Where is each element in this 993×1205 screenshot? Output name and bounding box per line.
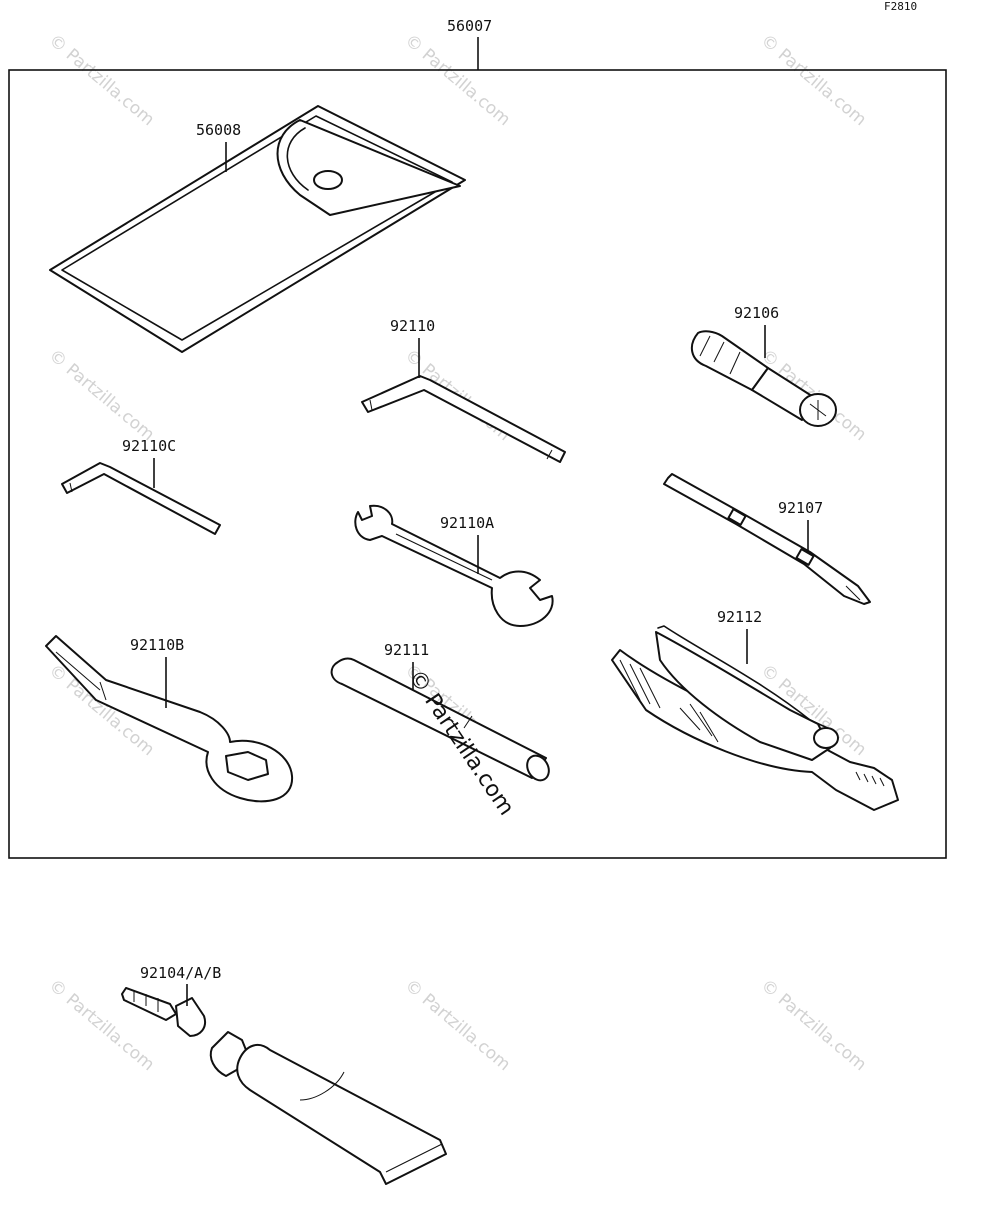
- watermark: © Partzilla.com: [401, 31, 514, 131]
- assembly-label: 56007: [447, 17, 492, 35]
- watermark: © Partzilla.com: [45, 31, 158, 131]
- part-label-92104: 92104/A/B: [140, 964, 221, 982]
- open-end-wrench: [354, 504, 554, 627]
- part-label-92112: 92112: [717, 608, 762, 626]
- part-label-92107: 92107: [778, 499, 823, 517]
- watermark: © Partzilla.com: [401, 976, 514, 1076]
- part-label-92110C: 92110C: [122, 437, 176, 455]
- watermark: © Partzilla.com: [757, 976, 870, 1076]
- part-label-56008: 56008: [196, 121, 241, 139]
- tool-bag: [49, 105, 466, 353]
- part-label-92106: 92106: [734, 304, 779, 322]
- watermark: © Partzilla.com: [757, 31, 870, 131]
- figure-code: F2810: [884, 0, 917, 13]
- part-label-92111: 92111: [384, 641, 429, 659]
- part-label-92110B: 92110B: [130, 636, 184, 654]
- part-label-92110: 92110: [390, 317, 435, 335]
- screwdriver-handle: [690, 330, 837, 427]
- sealant-tube: [121, 987, 447, 1185]
- hex-key-small: [61, 462, 221, 535]
- watermark: © Partzilla.com: [45, 346, 158, 446]
- ring-spanner: [45, 635, 294, 803]
- hex-key-large: [361, 375, 566, 463]
- part-label-92110A: 92110A: [440, 514, 494, 532]
- tool-kit-frame: [8, 69, 947, 859]
- extension-tube: [330, 657, 550, 782]
- watermark: © Partzilla.com: [45, 976, 158, 1076]
- screwdriver-bit: [663, 473, 871, 605]
- pliers: [611, 625, 899, 811]
